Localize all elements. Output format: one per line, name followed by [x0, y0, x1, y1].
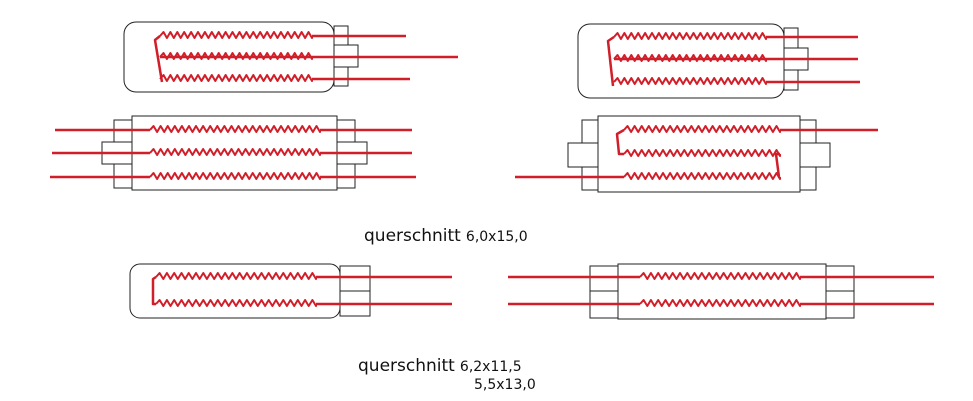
element-2: [577, 23, 860, 99]
element-2-leads: [614, 35, 860, 84]
element-2-coils-coil-3: [613, 77, 767, 85]
element-4: [515, 115, 878, 193]
element-2-coils-coil-1: [613, 32, 767, 40]
element-6-left-block: [589, 265, 619, 319]
element-4-coils: [623, 125, 781, 180]
element-1: [123, 21, 458, 93]
cross-section-caption-2: querschnitt 6,2x11,5 5,5x13,0: [358, 357, 536, 394]
element-4-end-link-right: [774, 152, 781, 179]
element-5-coils-coil-1: [155, 272, 317, 280]
element-4-body: [597, 115, 801, 193]
element-4-coils-coil-3: [623, 172, 781, 180]
element-1-coils-coil-1: [159, 31, 313, 39]
element-4-coils-coil-1: [623, 125, 781, 133]
element-6-body: [617, 263, 827, 320]
element-3-leads: [50, 128, 416, 179]
caption-1-value: 6,0x15,0: [465, 229, 528, 245]
element-3-coils-coil-2: [149, 148, 321, 156]
element-5-end-link: [151, 275, 157, 306]
element-6-leads: [508, 275, 934, 306]
caption-1-label: querschnitt: [364, 226, 461, 246]
element-4-end-link-left: [615, 128, 625, 156]
element-5-coils-coil-2: [155, 299, 317, 307]
element-4-right-tab: [799, 142, 831, 168]
element-4-coils-coil-2: [623, 149, 781, 157]
element-5-coils: [155, 272, 317, 307]
element-6-coils: [639, 272, 801, 307]
element-2-end-link: [606, 35, 615, 87]
element-3: [50, 115, 416, 191]
caption-2-value-2: 5,5x13,0: [474, 377, 536, 393]
caption-2-value-1: 6,2x11,5: [459, 359, 522, 375]
element-6-coils-coil-2: [639, 299, 801, 307]
element-3-coils-coil-3: [149, 172, 321, 180]
element-1-leads: [160, 34, 458, 81]
caption-2-label: querschnitt: [358, 356, 455, 376]
element-4-left-tab: [567, 142, 599, 168]
element-3-coils: [149, 125, 321, 180]
element-5-body: [129, 263, 341, 319]
element-6-right-block: [825, 265, 855, 319]
element-4-leads: [515, 128, 878, 179]
element-6-coils-coil-1: [639, 272, 801, 280]
element-6: [508, 263, 934, 320]
element-1-coils-coil-3: [159, 74, 313, 82]
element-5: [129, 263, 452, 319]
element-5-leads: [316, 275, 452, 306]
element-3-coils-coil-1: [149, 125, 321, 133]
element-1-end-link: [153, 35, 164, 83]
cross-section-caption-1: querschnitt 6,0x15,0: [364, 226, 528, 246]
